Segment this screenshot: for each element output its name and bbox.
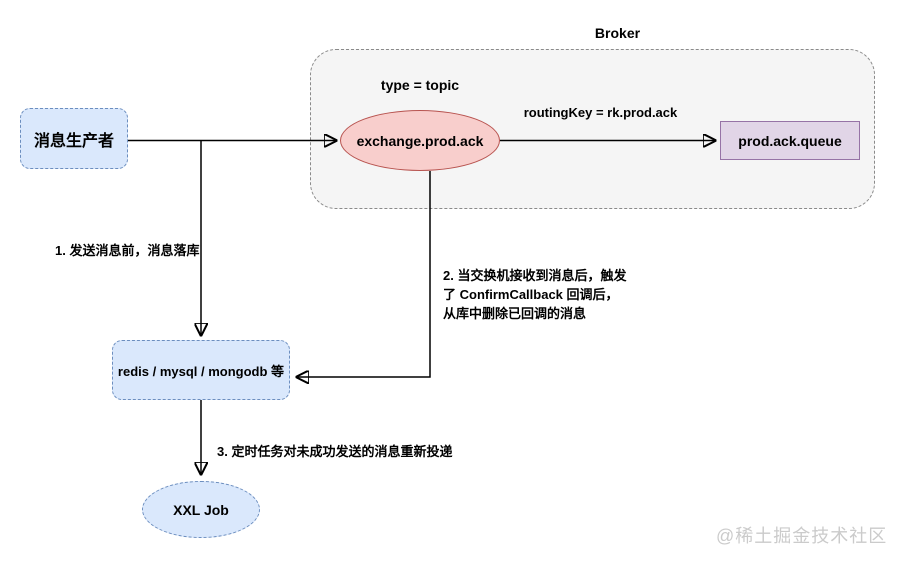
step1-annotation: 1. 发送消息前，消息落库 (55, 243, 200, 258)
step3-annotation: 3. 定时任务对未成功发送的消息重新投递 (217, 444, 453, 459)
exchange-label: exchange.prod.ack (356, 132, 484, 149)
exchange-node: exchange.prod.ack (340, 110, 500, 171)
producer-label: 消息生产者 (33, 132, 114, 150)
watermark-text: @稀土掘金技术社区 (716, 526, 888, 546)
datastore-label: redis / mysql / mongodb 等 (117, 363, 285, 379)
routing-key-label: routingKey = rk.prod.ack (523, 105, 678, 120)
xxl-job-node: XXL Job (142, 481, 260, 538)
datastore-node: redis / mysql / mongodb 等 (112, 340, 290, 400)
exchange-type-label: type = topic (380, 77, 460, 93)
step2-annotation: 2. 当交换机接收到消息后，触发 了 ConfirmCallback 回调后， … (443, 268, 627, 321)
queue-label: prod.ack.queue (738, 132, 842, 149)
queue-node: prod.ack.queue (720, 121, 860, 160)
xxl-job-label: XXL Job (173, 501, 229, 518)
broker-label: Broker (594, 25, 641, 41)
producer-node: 消息生产者 (20, 108, 128, 169)
